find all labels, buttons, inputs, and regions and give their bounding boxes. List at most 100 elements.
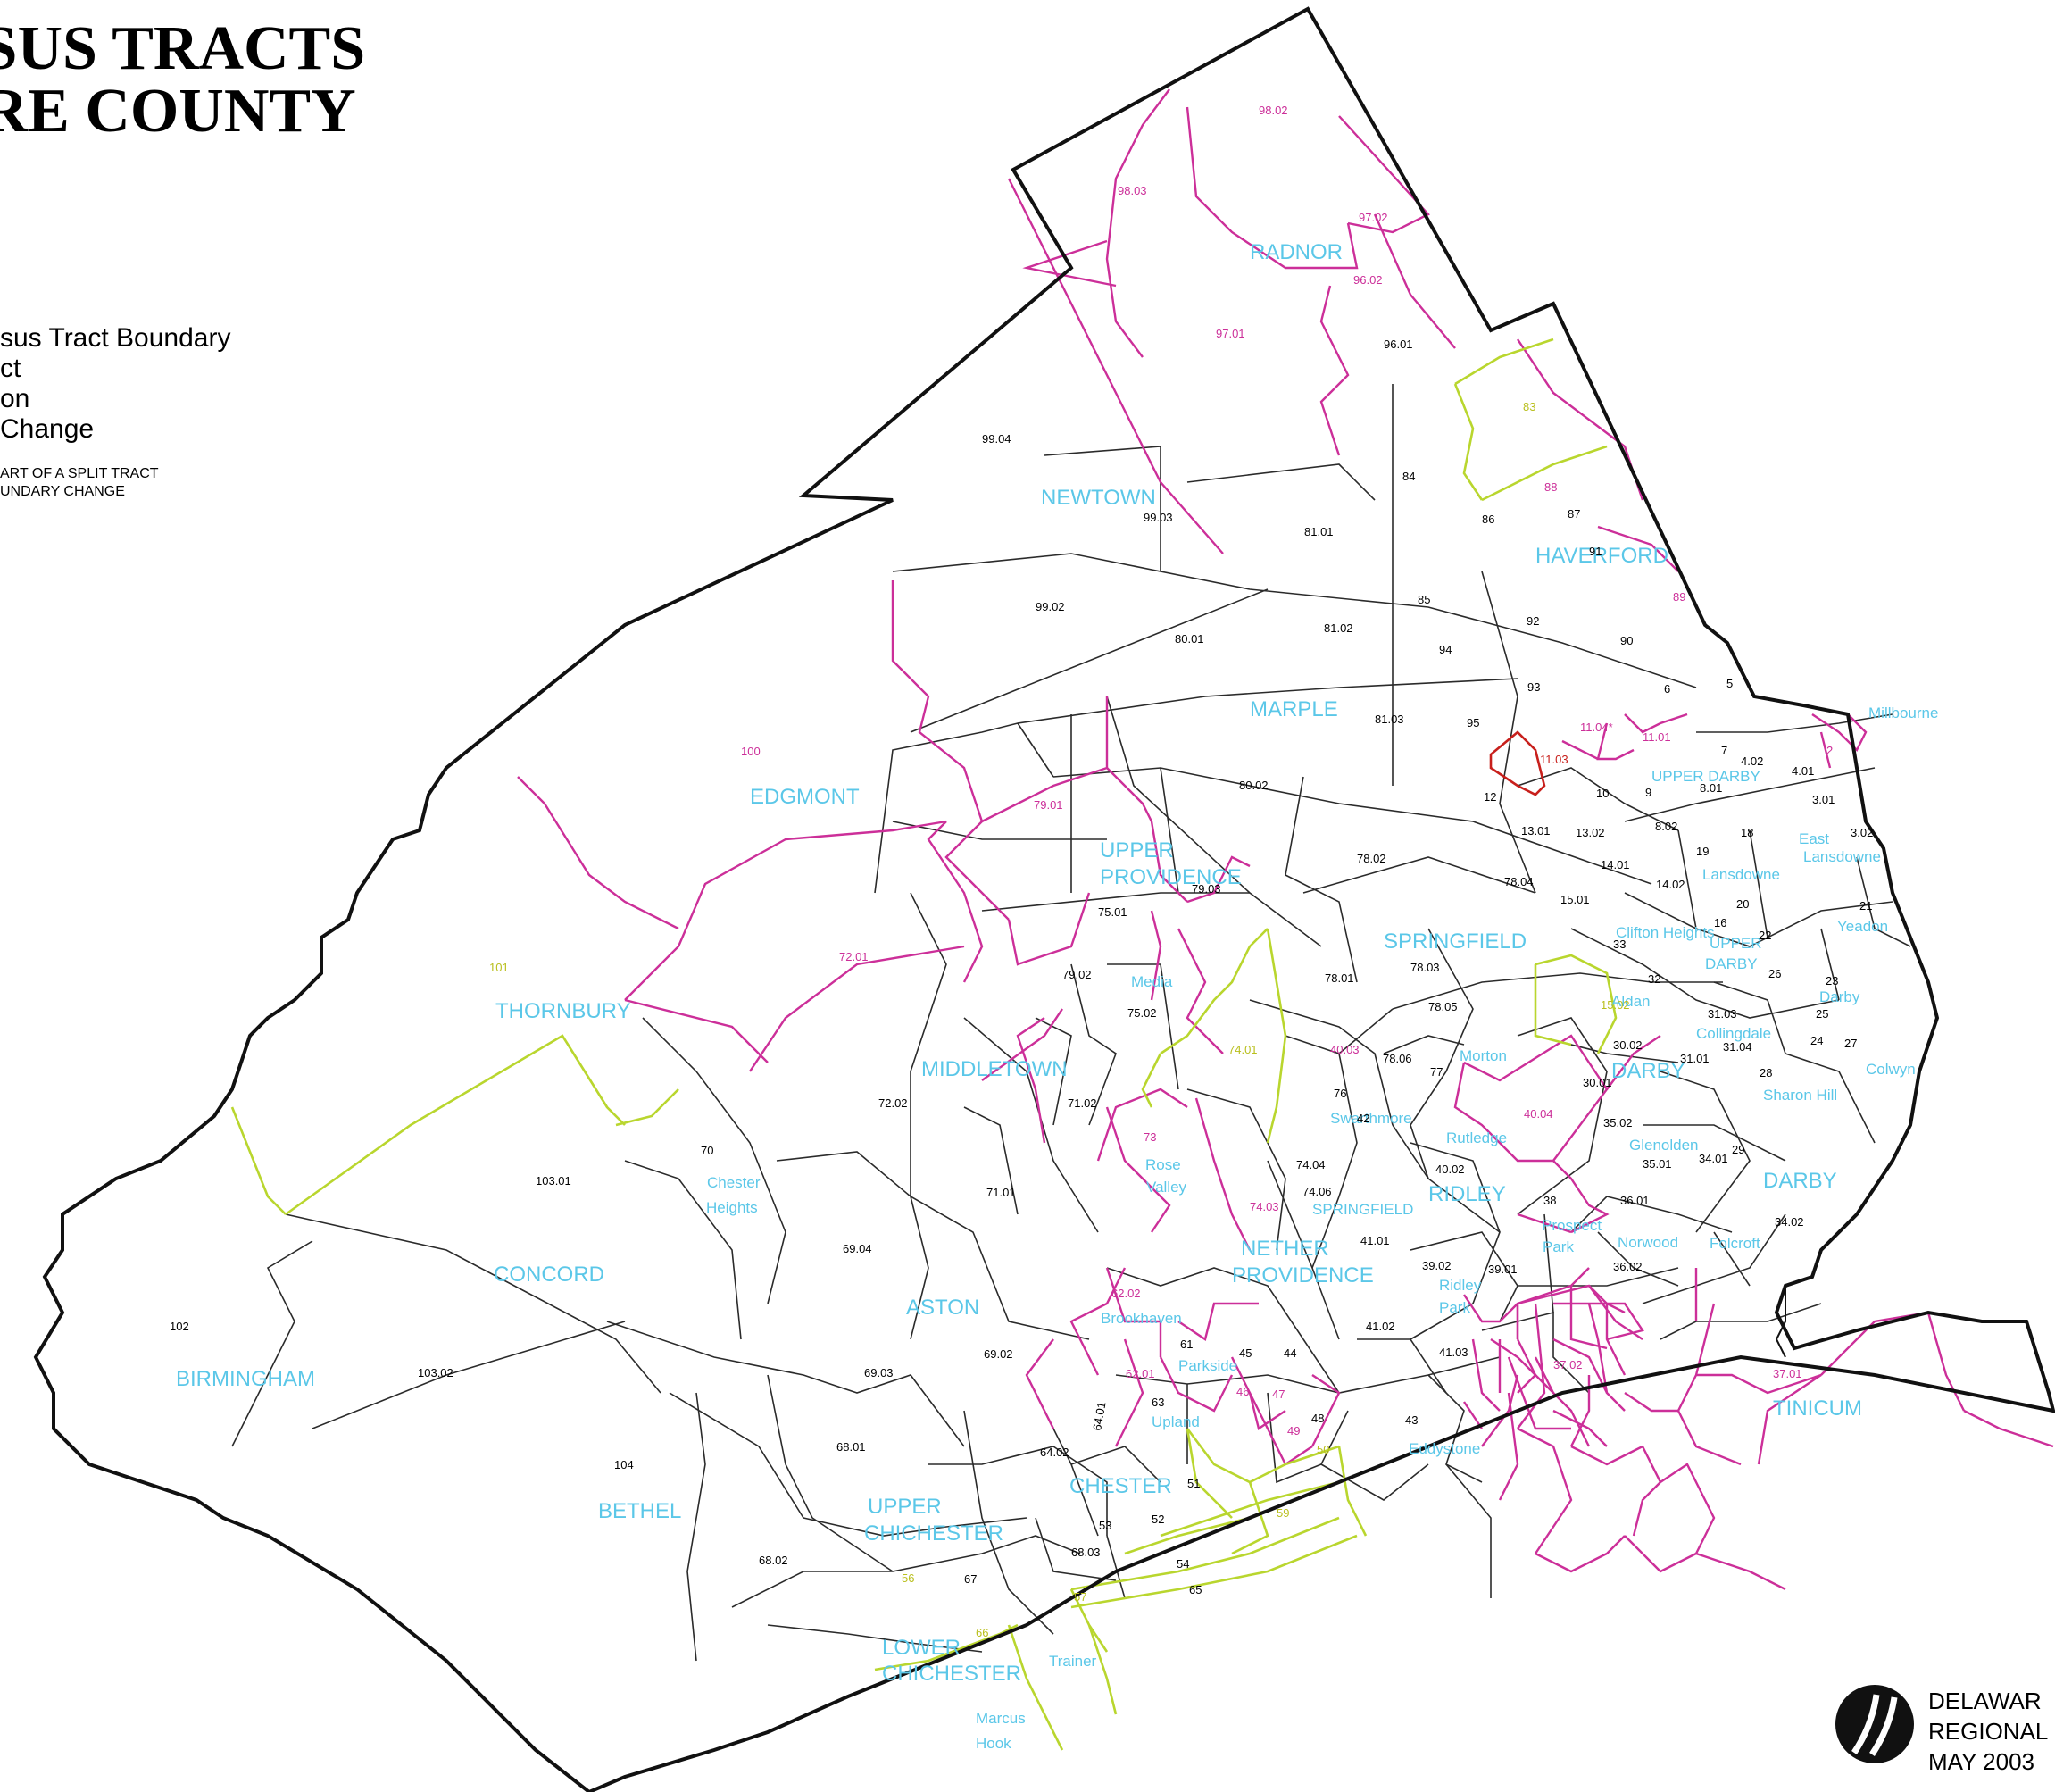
tract-label: 13.02 bbox=[1576, 826, 1605, 839]
tract-label: 78.06 bbox=[1383, 1052, 1412, 1065]
municipality-labels: RADNOR NEWTOWN HAVERFORD MARPLE EDGMONT … bbox=[176, 240, 1938, 1752]
tract-label: 11.04* bbox=[1580, 721, 1613, 734]
municipality-label: Park bbox=[1543, 1238, 1574, 1255]
tract-label: 61 bbox=[1180, 1338, 1193, 1351]
tract-label: 78.04 bbox=[1504, 875, 1534, 888]
tract-label: 37.02 bbox=[1553, 1358, 1583, 1371]
municipality-label: TINICUM bbox=[1773, 1396, 1862, 1421]
tract-label: 64.02 bbox=[1040, 1446, 1069, 1459]
municipality-label: DARBY bbox=[1763, 1169, 1837, 1193]
municipality-label: Rose bbox=[1145, 1156, 1181, 1173]
tract-label: 34.01 bbox=[1699, 1152, 1728, 1165]
legend-note-split-tract: ART OF A SPLIT TRACT bbox=[0, 466, 159, 481]
tract-label: 36.02 bbox=[1613, 1260, 1643, 1273]
tract-label: 41.02 bbox=[1366, 1320, 1395, 1333]
map-date: MAY 2003 bbox=[1928, 1748, 2035, 1775]
municipality-label: Lansdowne bbox=[1803, 848, 1881, 865]
municipality-label: Heights bbox=[706, 1199, 758, 1216]
tract-label: 81.03 bbox=[1375, 713, 1404, 726]
tract-label: 68.02 bbox=[759, 1554, 788, 1567]
municipality-label: PROVIDENCE bbox=[1232, 1263, 1374, 1288]
tract-label: 89 bbox=[1673, 590, 1685, 604]
tract-label: 67 bbox=[964, 1572, 977, 1586]
tract-label: 104 bbox=[614, 1458, 634, 1471]
tract-label: 91 bbox=[1589, 545, 1602, 558]
municipality-label: Colwyn bbox=[1866, 1061, 1916, 1078]
municipality-label: LOWER bbox=[882, 1636, 961, 1660]
tract-label: 34.02 bbox=[1775, 1215, 1804, 1229]
tract-label: 4.02 bbox=[1741, 754, 1763, 768]
municipality-label: Morton bbox=[1460, 1047, 1507, 1064]
tract-label: 21 bbox=[1859, 899, 1872, 913]
tract-label: 18 bbox=[1741, 826, 1753, 839]
tract-label: 26 bbox=[1768, 967, 1781, 980]
tract-label: 79.02 bbox=[1062, 968, 1092, 981]
map-title-line-1: NSUS TRACTS bbox=[0, 14, 366, 83]
tract-label: 50 bbox=[1317, 1443, 1329, 1456]
tract-label: 71.02 bbox=[1068, 1096, 1097, 1110]
tract-label: 31.04 bbox=[1723, 1040, 1752, 1054]
legend-item-change: Change bbox=[0, 414, 95, 444]
red-tract-outline bbox=[1489, 730, 1546, 796]
tract-label: 88 bbox=[1544, 480, 1557, 494]
tract-label: 75.01 bbox=[1098, 905, 1127, 919]
tract-label: 41.01 bbox=[1360, 1234, 1390, 1247]
tract-label: 69.04 bbox=[843, 1242, 872, 1255]
municipality-label: SPRINGFIELD bbox=[1384, 929, 1527, 954]
tract-label: 47 bbox=[1272, 1388, 1285, 1401]
legend-item-tract-boundary: sus Tract Boundary bbox=[0, 323, 231, 353]
tract-label: 92 bbox=[1527, 614, 1539, 628]
tract-label: 68.03 bbox=[1071, 1546, 1101, 1559]
tract-label: 14.01 bbox=[1601, 858, 1630, 871]
tract-label: 97.02 bbox=[1359, 211, 1388, 224]
agency-name-line-1: DELAWAR bbox=[1928, 1688, 2042, 1714]
municipality-label: RADNOR bbox=[1250, 240, 1343, 264]
tract-label: 73 bbox=[1144, 1130, 1156, 1144]
tract-label: 99.04 bbox=[982, 432, 1011, 446]
tract-label: 72.02 bbox=[878, 1096, 908, 1110]
municipality-label: Valley bbox=[1146, 1179, 1187, 1196]
tract-label: 98.03 bbox=[1118, 184, 1147, 197]
tract-label: 94 bbox=[1439, 643, 1452, 656]
municipality-label: ASTON bbox=[906, 1296, 979, 1320]
tract-label: 35.02 bbox=[1603, 1116, 1633, 1129]
tract-label: 74.01 bbox=[1228, 1043, 1258, 1056]
tract-label: 32 bbox=[1648, 972, 1660, 986]
tract-label: 3.02 bbox=[1851, 826, 1873, 839]
tract-label: 81.01 bbox=[1304, 525, 1334, 538]
tract-label: 80.01 bbox=[1175, 632, 1204, 646]
municipality-label: East bbox=[1799, 830, 1829, 847]
tract-label: 3.01 bbox=[1812, 793, 1835, 806]
tract-label: 11.03 bbox=[1540, 753, 1568, 766]
tract-label: 79.01 bbox=[1034, 798, 1063, 812]
tract-label: 66 bbox=[976, 1626, 988, 1639]
agency-name-line-2: REGIONAL bbox=[1928, 1718, 2049, 1745]
tract-label: 19 bbox=[1696, 845, 1709, 858]
tract-label: 70 bbox=[701, 1144, 713, 1157]
tract-label: 40.02 bbox=[1435, 1163, 1465, 1176]
tract-label: 56 bbox=[902, 1571, 914, 1585]
municipality-label: DARBY bbox=[1611, 1059, 1685, 1083]
municipality-label: THORNBURY bbox=[495, 999, 631, 1023]
tract-label: 12 bbox=[1484, 790, 1496, 804]
tract-label: 99.03 bbox=[1144, 511, 1173, 524]
municipality-label: Aldan bbox=[1611, 993, 1650, 1010]
tract-label: 46 bbox=[1236, 1385, 1249, 1398]
tract-label: 37.01 bbox=[1773, 1367, 1802, 1380]
tract-label: 59 bbox=[1277, 1506, 1289, 1520]
municipality-label: Brookhaven bbox=[1101, 1310, 1182, 1327]
municipality-label: Sharon Hill bbox=[1763, 1087, 1837, 1104]
municipality-label: BETHEL bbox=[598, 1499, 681, 1523]
tract-label: 78.03 bbox=[1410, 961, 1440, 974]
municipality-label: Darby bbox=[1819, 988, 1860, 1005]
tract-label: 96.01 bbox=[1384, 338, 1413, 351]
municipality-label: UPPER bbox=[1100, 838, 1174, 863]
tract-label: 41.03 bbox=[1439, 1346, 1468, 1359]
tract-label: 95 bbox=[1467, 716, 1479, 729]
municipality-label: Marcus bbox=[976, 1710, 1026, 1727]
municipality-label: DARBY bbox=[1705, 955, 1758, 972]
municipality-label: Chester bbox=[707, 1174, 761, 1191]
tract-label: 4.01 bbox=[1792, 764, 1814, 778]
tract-label: 74.03 bbox=[1250, 1200, 1279, 1213]
municipality-label: Parkside bbox=[1178, 1357, 1237, 1374]
